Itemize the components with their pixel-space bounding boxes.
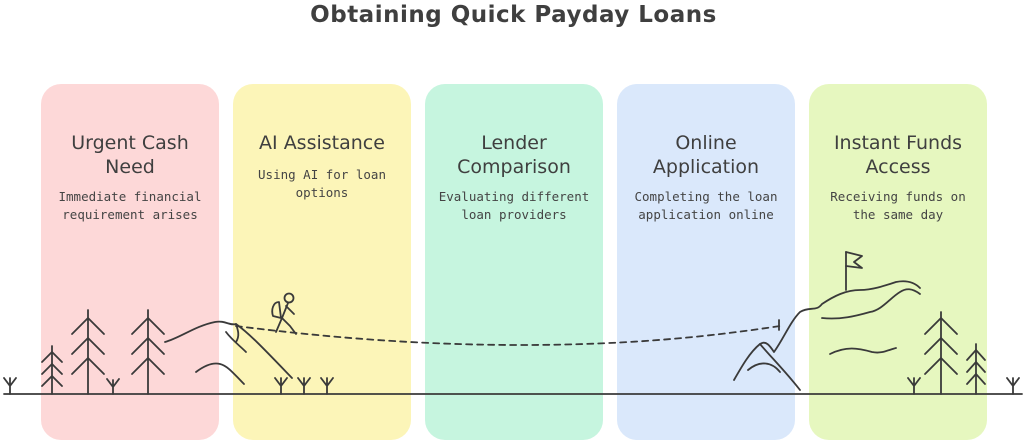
stage-heading: AI Assistance bbox=[259, 132, 385, 154]
stage-panel-lender-comparison: Lender Comparison Evaluating different l… bbox=[425, 84, 603, 440]
stage-panel-ai-assistance: AI Assistance Using AI for loan options bbox=[233, 84, 411, 440]
stage-description: Using AI for loan options bbox=[258, 167, 386, 200]
stage-description: Completing the loan application online bbox=[634, 189, 778, 222]
stage-heading: Online Application bbox=[652, 132, 760, 178]
grass-icon bbox=[3, 377, 17, 395]
grass-icon bbox=[1006, 377, 1020, 395]
stage-panel-online-application: Online Application Completing the loan a… bbox=[617, 84, 795, 440]
stage-panel-urgent-cash-need: Urgent Cash Need Immediate financial req… bbox=[41, 84, 219, 440]
stage-description: Evaluating different loan providers bbox=[438, 189, 590, 222]
stage-description: Immediate financial requirement arises bbox=[58, 189, 202, 222]
page-title: Obtaining Quick Payday Loans bbox=[310, 2, 717, 28]
stage-heading: Instant Funds Access bbox=[833, 132, 963, 178]
stage-panel-instant-funds-access: Instant Funds Access Receiving funds on … bbox=[809, 84, 987, 440]
stage-heading: Urgent Cash Need bbox=[71, 132, 189, 178]
stage-heading: Lender Comparison bbox=[457, 132, 571, 178]
stage-description: Receiving funds on the same day bbox=[830, 189, 966, 222]
